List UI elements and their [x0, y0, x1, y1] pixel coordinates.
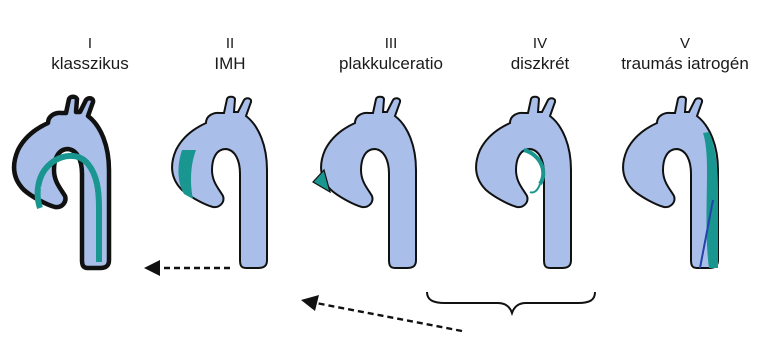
- arrow-2-to-1: [144, 260, 230, 276]
- aorta-class-5: [623, 97, 718, 268]
- aorta-class-1: [14, 97, 109, 268]
- arrow-group-to-1: [301, 295, 462, 331]
- grouping-brace: [427, 292, 595, 313]
- aorta-class-4: [476, 97, 571, 268]
- discrete-flap-tip: [530, 184, 540, 193]
- aorta-class-3: [313, 97, 416, 268]
- aorta-class-2: [172, 97, 267, 268]
